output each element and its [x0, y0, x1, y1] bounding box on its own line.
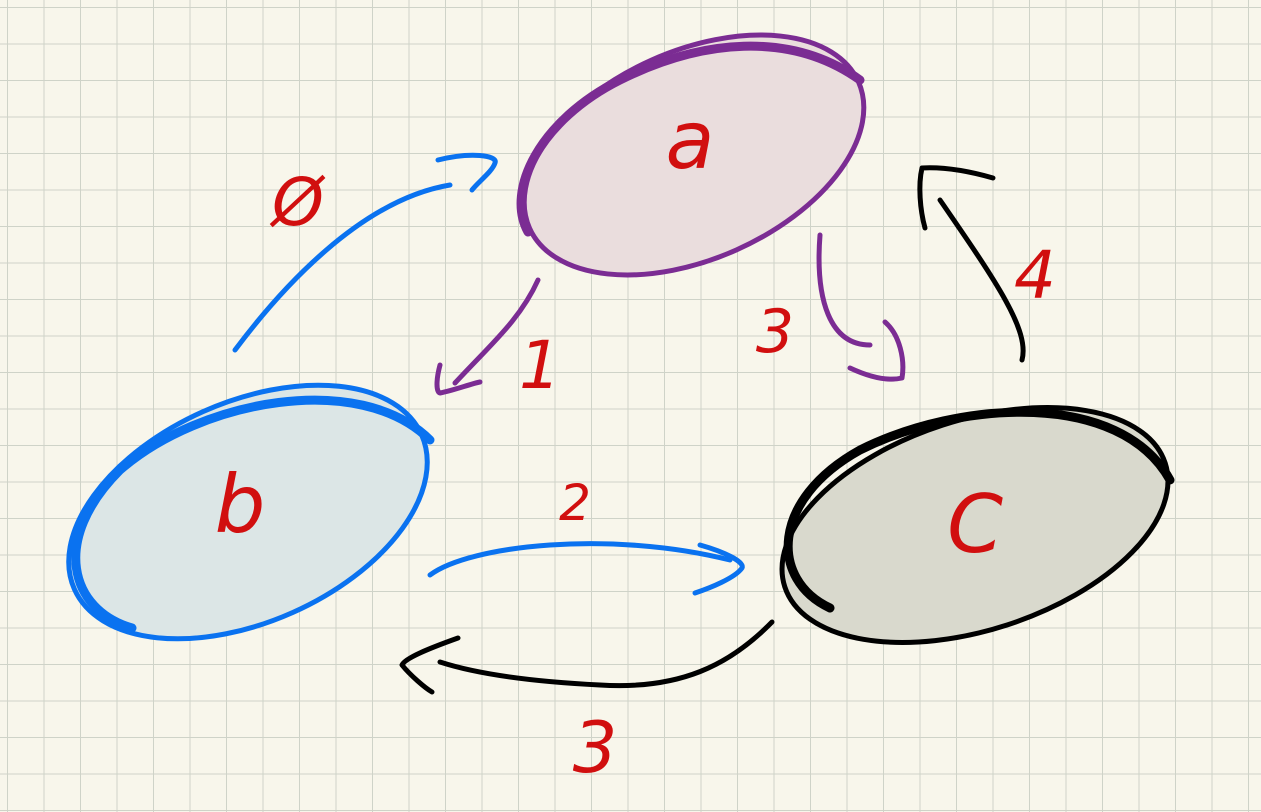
edge-c-to-a-line: [937, 197, 1026, 363]
node-a-heavy-stroke: [516, 41, 865, 237]
edge-a-to-b-label: 1: [519, 327, 561, 404]
edge-a-to-b-line: [452, 277, 541, 386]
node-c-heavy-stroke: [783, 407, 1175, 613]
edge-b-to-c-label: 2: [559, 474, 591, 532]
edge-a-to-c: 3: [756, 232, 906, 382]
edge-c-to-a-arrowhead: [917, 165, 996, 231]
edge-b-to-a: Ø: [232, 152, 498, 353]
edge-b-to-a-label: Ø: [269, 164, 326, 241]
edge-a-to-b-arrowhead: [434, 362, 483, 396]
edge-a-to-b: 1: [434, 277, 561, 404]
edge-a-to-c-arrowhead: [847, 319, 906, 382]
edge-c-to-b: 3: [399, 619, 775, 789]
edge-a-to-c-label: 3: [756, 297, 794, 367]
node-c-label: C: [947, 478, 1003, 571]
edge-c-to-a: 4: [917, 165, 1056, 363]
edge-c-to-a-label: 4: [1014, 237, 1056, 314]
edge-c-to-b-label: 3: [573, 707, 618, 789]
node-b-label: b: [215, 458, 266, 551]
node-c: C: [779, 405, 1175, 645]
edge-b-to-c-arrowhead: [692, 542, 745, 596]
edge-b-to-a-arrowhead: [435, 152, 498, 193]
node-b: b: [66, 382, 435, 642]
edge-c-to-b-line: [437, 619, 775, 689]
node-a-label: a: [665, 94, 714, 187]
edge-b-to-c-line: [427, 541, 733, 578]
edge-a-to-c-line: [816, 232, 873, 348]
edge-b-to-c: 2: [427, 474, 745, 596]
node-b-heavy-stroke: [71, 395, 435, 633]
node-a: a: [516, 32, 867, 278]
edge-c-to-b-arrowhead: [399, 635, 461, 695]
edge-b-to-a-line: [232, 182, 453, 353]
